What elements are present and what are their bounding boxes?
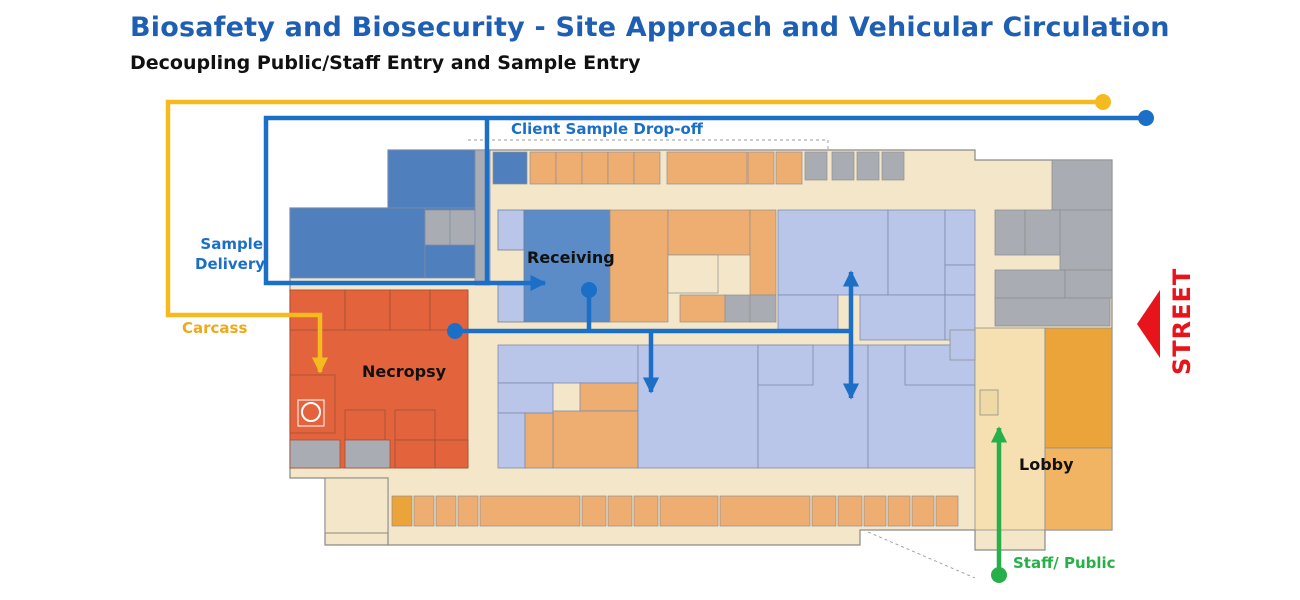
label-carcass: Carcass [182,319,248,337]
site-boundary [468,139,976,579]
lab-zone-upper [777,209,976,341]
label-receiving: Receiving [527,248,615,267]
label-staff-public: Staff/ Public [1013,554,1116,572]
receiving-zone [497,209,611,323]
street-arrow-icon [1137,290,1160,358]
label-sample-delivery-line1: Sample [200,235,263,253]
label-necropsy: Necropsy [362,362,447,381]
top-row-rooms [492,151,905,185]
label-sample-delivery: Sample Delivery [195,234,266,274]
upper-left-rooms [289,149,491,286]
label-street: STREET [1168,267,1196,375]
central-offices [609,209,777,323]
route-sample-delivery [263,110,1154,292]
route-internal-distribution [447,270,860,400]
east-wing [949,159,1113,531]
label-lobby: Lobby [1019,455,1074,474]
page-title: Biosafety and Biosecurity - Site Approac… [130,12,1170,43]
label-client-sample-dropoff: Client Sample Drop-off [511,120,703,138]
route-staff-public [990,426,1008,583]
label-sample-delivery-line2: Delivery [195,255,266,273]
bottom-row-offices [391,495,959,527]
route-carcass [165,94,1111,374]
page-subtitle: Decoupling Public/Staff Entry and Sample… [130,52,641,74]
